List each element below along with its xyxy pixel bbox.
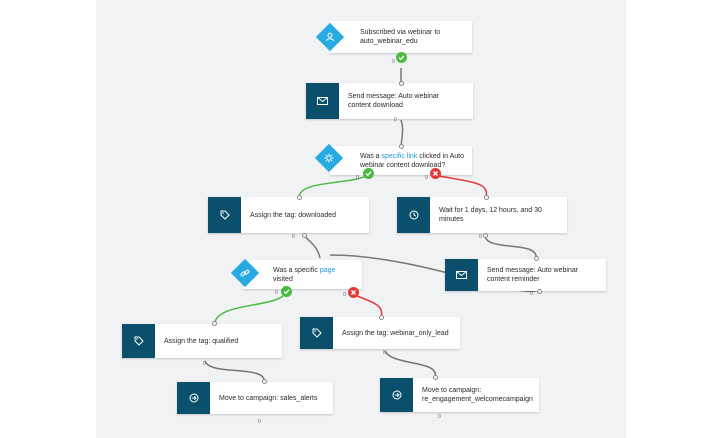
- move-campaign-sales-count: 0: [258, 419, 261, 425]
- arrow-circle-icon: [392, 390, 401, 400]
- arrow-circle-icon: [189, 393, 198, 403]
- connector-yes-to-qualified: [214, 291, 287, 323]
- send-message-1-count: 0: [394, 117, 397, 123]
- assign-tag-webinar-only-icon-box: [300, 317, 333, 349]
- condition-link-text-before: Was a: [360, 152, 382, 160]
- wait-out-dot[interactable]: [483, 233, 488, 238]
- send-message-2-icon-box: [445, 259, 478, 291]
- move-campaign-reengage-node[interactable]: Move to campaign: re_engagement_welcomec…: [380, 378, 539, 412]
- trigger-text: Subscribed via webinar to auto_webinar_e…: [360, 29, 441, 45]
- connector-webinar-to-reengage: [384, 350, 436, 378]
- clock-icon: [409, 210, 418, 220]
- link-icon: [235, 263, 255, 283]
- assign-tag-qualified-count: 0: [203, 361, 206, 367]
- assign-tag-qualified-in-dot[interactable]: [212, 321, 217, 326]
- user-icon: [320, 27, 340, 47]
- move-campaign-reengage-icon-box: [380, 378, 413, 412]
- trigger-yes-badge: [396, 52, 407, 63]
- assign-tag-webinar-only-in-dot[interactable]: [379, 315, 384, 320]
- condition-link-in-dot[interactable]: [399, 144, 404, 149]
- connector-tag-to-condition-page: [303, 235, 321, 259]
- send-message-node-1[interactable]: Send message: Auto webinar content downl…: [306, 83, 473, 119]
- condition-page-yes-badge[interactable]: [281, 286, 292, 297]
- assign-tag-downloaded-count: 0: [292, 234, 295, 240]
- tag-icon: [312, 328, 322, 338]
- trigger-count: 0: [392, 59, 395, 65]
- envelope-icon: [456, 271, 467, 279]
- send-message-1-text: Send message: Auto webinar content downl…: [348, 93, 440, 109]
- send-message-2-in-dot[interactable]: [534, 256, 539, 261]
- send-message-node-2[interactable]: Send message: Auto webinar content remin…: [445, 259, 606, 291]
- send-message-1-in-dot[interactable]: [399, 81, 404, 86]
- assign-tag-downloaded-node[interactable]: Assign the tag: downloaded: [208, 197, 369, 233]
- condition-link-count-no: 0: [425, 175, 428, 181]
- condition-page-count-yes: 0: [275, 290, 278, 296]
- assign-tag-qualified-node[interactable]: Assign the tag: qualified: [122, 324, 282, 358]
- move-campaign-sales-in-dot[interactable]: [262, 379, 267, 384]
- condition-link-yes-badge[interactable]: [363, 168, 374, 179]
- tag-icon: [220, 210, 230, 220]
- wait-text: Wait for 1 days, 12 hours, and 30 minute…: [439, 207, 542, 223]
- assign-tag-webinar-only-node[interactable]: Assign the tag: webinar_only_lead: [300, 317, 460, 349]
- connector-no-to-wait: [433, 174, 488, 198]
- assign-tag-downloaded-in-dot[interactable]: [297, 195, 302, 200]
- assign-tag-downloaded-text: Assign the tag: downloaded: [250, 211, 337, 219]
- condition-page-text: Was a specific page visited: [243, 266, 362, 284]
- assign-tag-qualified-text: Assign the tag: qualified: [164, 337, 239, 345]
- assign-tag-webinar-only-count: 0: [383, 350, 386, 356]
- connector-yes-to-tag-downloaded: [298, 174, 370, 198]
- send-message-2-out-dot[interactable]: [537, 289, 542, 294]
- condition-page-text-after: visited: [273, 275, 293, 283]
- gear-icon: [319, 148, 339, 168]
- move-campaign-sales-icon-box: [177, 382, 210, 414]
- condition-link-text: Was a specific link clicked in Auto webi…: [330, 152, 472, 170]
- wait-count: 0: [479, 234, 482, 240]
- send-message-2-count: 0: [530, 291, 533, 297]
- assign-tag-downloaded-icon-box: [208, 197, 241, 233]
- specific-link[interactable]: specific link: [381, 152, 418, 160]
- condition-link-text-after: clicked in Auto webinar content download…: [360, 152, 465, 169]
- tag-icon: [134, 336, 144, 346]
- trigger-node[interactable]: Subscribed via webinar to auto_webinar_e…: [330, 21, 472, 53]
- move-campaign-reengage-count: 0: [438, 414, 441, 420]
- assign-tag-qualified-icon-box: [122, 324, 155, 358]
- send-message-2-text: Send message: Auto webinar content remin…: [487, 267, 579, 283]
- connector-no-to-webinar-only: [351, 293, 383, 318]
- assign-tag-downloaded-out-dot[interactable]: [302, 233, 307, 238]
- wait-in-dot[interactable]: [484, 195, 489, 200]
- page-link[interactable]: page: [319, 266, 336, 274]
- wait-icon-box: [397, 197, 430, 233]
- send-message-1-icon-box: [306, 83, 339, 119]
- condition-link-no-badge[interactable]: [430, 168, 441, 179]
- condition-page-node[interactable]: Was a specific page visited: [243, 260, 362, 289]
- move-campaign-reengage-in-dot[interactable]: [433, 375, 438, 380]
- wait-node[interactable]: Wait for 1 days, 12 hours, and 30 minute…: [397, 197, 567, 233]
- condition-page-count-no: 0: [343, 292, 346, 298]
- assign-tag-webinar-only-text: Assign the tag: webinar_only_lead: [342, 329, 449, 337]
- condition-link-count-yes: 0: [356, 175, 359, 181]
- condition-page-text-before: Was a specific: [273, 266, 320, 274]
- condition-link-node[interactable]: Was a specific link clicked in Auto webi…: [330, 146, 472, 175]
- envelope-icon: [317, 97, 328, 105]
- connector-qualified-to-sales: [204, 360, 265, 382]
- move-campaign-reengage-text: Move to campaign: re_engagement_welcomec…: [422, 387, 533, 403]
- condition-page-no-badge[interactable]: [348, 287, 359, 298]
- connector-wait-to-send2: [484, 235, 537, 260]
- move-campaign-sales-text: Move to campaign: sales_alerts: [219, 394, 318, 402]
- move-campaign-sales-node[interactable]: Move to campaign: sales_alerts: [177, 382, 333, 414]
